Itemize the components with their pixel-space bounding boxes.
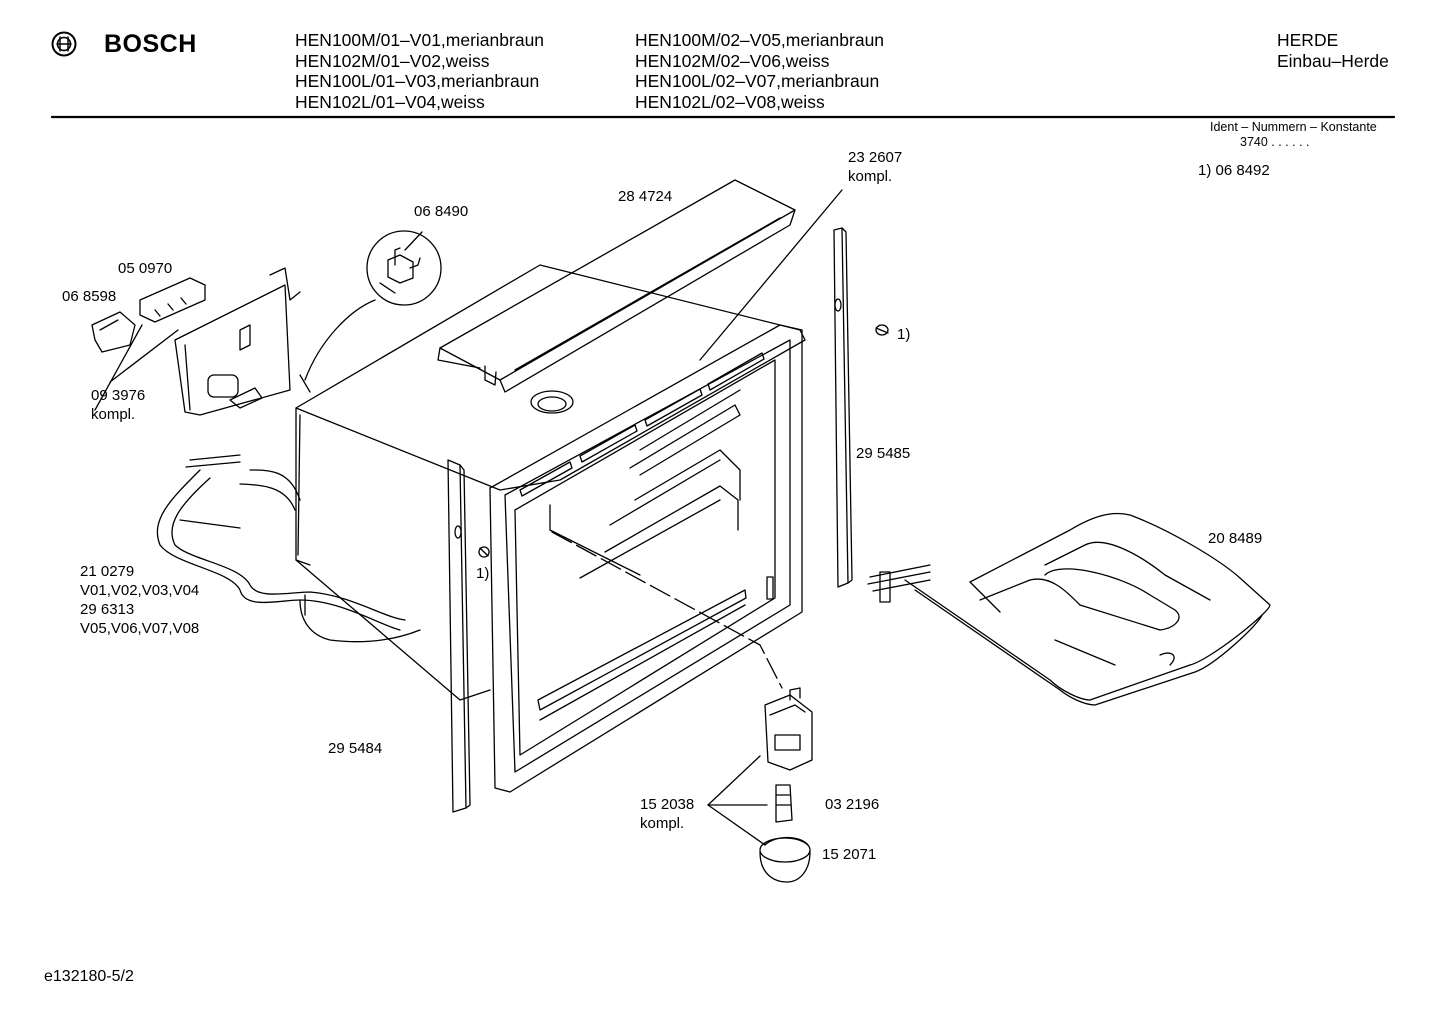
ident-note: 1) 06 8492 bbox=[1198, 162, 1270, 179]
part-label-208489: 20 8489 bbox=[1208, 530, 1263, 547]
part-label-210279: 21 0279 bbox=[80, 563, 135, 580]
ident-title: Ident – Nummern – Konstante bbox=[1210, 120, 1377, 134]
side-strip-right-drawing bbox=[833, 227, 889, 588]
part-label-295485: 29 5485 bbox=[856, 445, 911, 462]
variant-label-v01-v04: V01,V02,V03,V04 bbox=[80, 582, 200, 599]
part-label-296313: 29 6313 bbox=[80, 601, 135, 618]
part-label-152071: 15 2071 bbox=[822, 846, 877, 863]
part-label-032196: 03 2196 bbox=[825, 796, 880, 813]
part-label-232607: 23 2607 bbox=[848, 149, 903, 166]
part-label-152038-kompl: kompl. bbox=[640, 815, 685, 832]
document-id: e132180-5/2 bbox=[44, 968, 134, 985]
model-line: HEN102L/01–V04,weiss bbox=[295, 91, 485, 112]
oven-lamp-drawing bbox=[759, 687, 813, 883]
model-line: HEN100M/02–V05,merianbraun bbox=[635, 30, 885, 50]
leader-lines bbox=[94, 189, 843, 846]
variant-label-v05-v08: V05,V06,V07,V08 bbox=[80, 620, 200, 637]
bosch-logo-icon bbox=[51, 31, 77, 57]
model-line: HEN100L/02–V07,merianbraun bbox=[635, 71, 880, 92]
model-line: HEN100L/01–V03,merianbraun bbox=[295, 71, 540, 92]
lower-heating-element-drawing bbox=[156, 454, 421, 643]
control-bracket-drawing bbox=[91, 267, 301, 416]
brand-logo-text: BOSCH bbox=[104, 30, 197, 58]
model-line: HEN102M/01–V02,weiss bbox=[295, 50, 490, 71]
part-label-050970: 05 0970 bbox=[118, 260, 173, 277]
category-subtitle: Einbau–Herde bbox=[1277, 50, 1389, 71]
oven-muffle-drawing bbox=[295, 179, 806, 793]
model-line: HEN100M/01–V01,merianbraun bbox=[295, 30, 545, 50]
part-label-295484: 29 5484 bbox=[328, 740, 383, 757]
ident-value: 3740 . . . . . . bbox=[1240, 135, 1310, 149]
category-title: HERDE bbox=[1277, 30, 1339, 50]
model-list-col2: HEN100M/02–V05,merianbraun HEN102M/02–V0… bbox=[635, 30, 884, 112]
part-label-068490: 06 8490 bbox=[414, 203, 469, 220]
model-line: HEN102M/02–V06,weiss bbox=[635, 50, 830, 71]
part-label-093976-kompl: kompl. bbox=[91, 406, 136, 423]
footnote-marker-right: 1) bbox=[897, 326, 911, 343]
side-strip-left-drawing bbox=[447, 459, 490, 813]
grill-element-drawing bbox=[867, 512, 1271, 706]
thermostat-inset-drawing bbox=[366, 230, 442, 306]
model-list-col1: HEN100M/01–V01,merianbraun HEN102M/01–V0… bbox=[295, 30, 544, 112]
part-label-068598: 06 8598 bbox=[62, 288, 117, 305]
part-label-232607-kompl: kompl. bbox=[848, 168, 893, 185]
part-label-284724: 28 4724 bbox=[618, 188, 673, 205]
part-label-093976: 09 3976 bbox=[91, 387, 146, 404]
part-label-152038: 15 2038 bbox=[640, 796, 695, 813]
category-block: HERDE Einbau–Herde bbox=[1277, 30, 1389, 71]
footnote-marker-left: 1) bbox=[476, 565, 490, 582]
model-line: HEN102L/02–V08,weiss bbox=[635, 91, 825, 112]
